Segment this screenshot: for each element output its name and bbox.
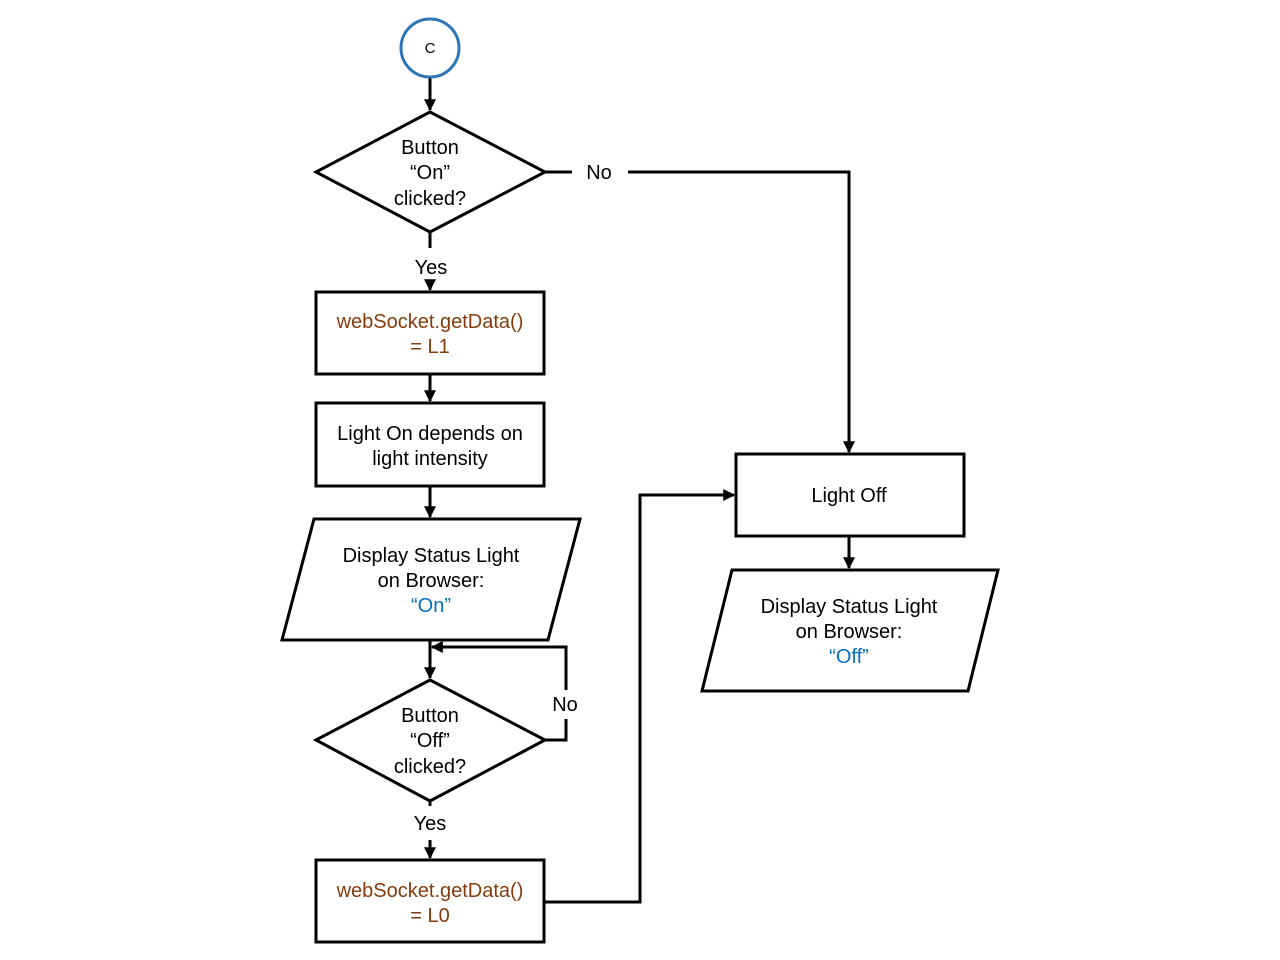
process-light-off: Light Off <box>734 452 966 538</box>
connector-c: C <box>399 17 461 79</box>
edge-off-decision-no-loop <box>545 719 568 742</box>
process-light-on-line-1: Light On depends on <box>337 423 523 445</box>
process-get-l0-line-1: webSocket.getData() <box>336 880 524 902</box>
connector-label: C <box>425 40 436 57</box>
process-light-on-line-2: light intensity <box>372 448 488 470</box>
process-get-l1-line-2: = L1 <box>410 336 449 358</box>
edge-on-decision-no-to-light-off <box>628 170 855 454</box>
process-light-off-label: Light Off <box>811 485 887 507</box>
edge-get-l0-to-light-off <box>545 489 736 904</box>
io-status-off-shape <box>700 568 1000 693</box>
io-status-on-line-2: on Browser: <box>378 570 485 592</box>
process-get-l0-line-2: = L0 <box>410 905 449 927</box>
io-status-on-value: “On” <box>411 595 451 617</box>
decision-on-shape <box>312 110 549 234</box>
process-light-on-shape <box>314 401 546 488</box>
io-status-on-shape <box>280 517 582 642</box>
edge-label-off-no: No <box>552 694 578 716</box>
edge-label-off-yes: Yes <box>414 813 447 835</box>
decision-off-line-2: “Off” <box>410 730 450 752</box>
process-get-l1-line-1: webSocket.getData() <box>336 311 524 333</box>
connector-circle <box>399 17 461 79</box>
io-display-status-on: Display Status Light on Browser: “On” <box>280 517 582 642</box>
edge-label-on-yes: Yes <box>415 257 448 279</box>
io-status-off-line-1: Display Status Light <box>761 596 938 618</box>
io-status-off-value: “Off” <box>829 646 869 668</box>
io-status-on-line-1: Display Status Light <box>343 545 520 567</box>
process-light-on: Light On depends on light intensity <box>314 401 546 488</box>
decision-on-line-3: clicked? <box>394 188 466 210</box>
decision-off-line-1: Button <box>401 705 459 727</box>
edge-off-decision-no-loop-return <box>430 641 568 690</box>
decision-on-line-2: “On” <box>410 162 450 184</box>
decision-off-shape <box>312 678 549 803</box>
process-get-data-l0: webSocket.getData() = L0 <box>314 858 546 944</box>
io-status-off-line-2: on Browser: <box>796 621 903 643</box>
decision-on-clicked: Button “On” clicked? <box>312 110 549 234</box>
process-get-data-l1: webSocket.getData() = L1 <box>314 290 546 376</box>
decision-off-clicked: Button “Off” clicked? <box>312 678 549 803</box>
decision-on-line-1: Button <box>401 137 459 159</box>
process-get-l1-shape <box>314 290 546 376</box>
decision-off-line-3: clicked? <box>394 756 466 778</box>
edge-label-on-no: No <box>586 162 612 184</box>
process-light-off-shape <box>734 452 966 538</box>
io-display-status-off: Display Status Light on Browser: “Off” <box>700 568 1000 693</box>
process-get-l0-shape <box>314 858 546 944</box>
